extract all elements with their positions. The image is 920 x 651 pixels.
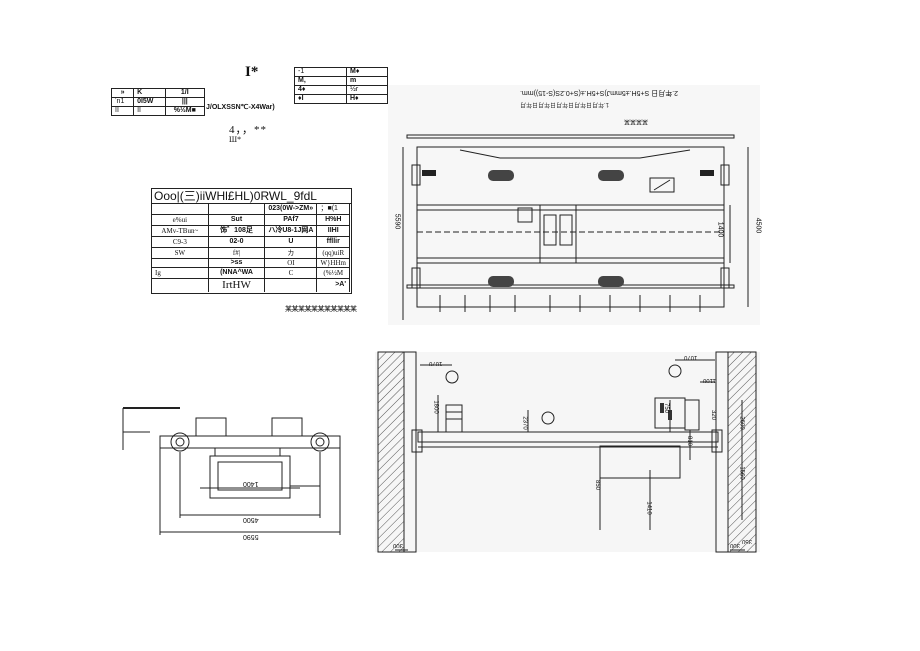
dimension-label: 1070 xyxy=(684,354,698,360)
hatched-pad xyxy=(488,276,514,287)
dimension-label: 1410 xyxy=(645,501,652,515)
control-marker xyxy=(668,410,672,420)
hook-icon xyxy=(445,370,459,384)
parts-table: » K 1/I ʼn1 0I5W ||| II II %½M■ xyxy=(110,88,206,116)
table-cell: AMv-TBun~ xyxy=(151,224,209,237)
dimension-label: 2600 xyxy=(738,416,745,430)
hook-icon xyxy=(668,364,682,378)
end-beam xyxy=(159,435,341,449)
dimension-label: 300 xyxy=(393,542,404,548)
side-label: J/OLXSSN℃-X4War) xyxy=(206,104,275,111)
buffer xyxy=(700,170,714,176)
left-wall xyxy=(377,351,405,553)
note-line: Ш* xyxy=(229,135,242,144)
dimension-label: 1070 xyxy=(429,360,443,366)
hatched-pad xyxy=(488,170,514,181)
dimension-label: 2370 xyxy=(521,416,528,430)
table-cell: >A' xyxy=(316,277,350,292)
dimension-label: 1100 xyxy=(703,377,716,383)
table-cell: H♦ xyxy=(346,94,388,104)
dimension-label: 1560 xyxy=(738,466,745,480)
hatched-pad xyxy=(598,170,624,181)
note-line: 4，，** xyxy=(229,124,267,136)
table-cell: %½M■ xyxy=(164,106,206,116)
dimension-label: 810 xyxy=(686,435,693,447)
buffer xyxy=(422,170,436,176)
spec-footnote: 某某某某某某某某某某某 xyxy=(285,306,357,313)
walkway-brackets xyxy=(439,295,701,312)
control-marker xyxy=(660,403,664,413)
dimension-label: 350 xyxy=(742,538,753,544)
end-carriage xyxy=(406,284,735,289)
dimension-label: 750 xyxy=(663,402,670,414)
bridge-girder xyxy=(417,431,719,443)
table-cell xyxy=(151,277,209,292)
dimension-label: 300 xyxy=(730,542,741,548)
dimension-label: 320 xyxy=(710,409,717,421)
table-cell: II xyxy=(110,106,135,116)
end-carriage xyxy=(406,134,735,139)
warning-icon xyxy=(649,177,675,193)
dimension-label: 850 xyxy=(594,479,601,491)
trolley-body xyxy=(209,455,291,499)
trolley xyxy=(539,204,577,264)
dimension-label: 1800 xyxy=(432,400,439,414)
heading-marker: I* xyxy=(245,64,259,80)
cross-section-drawing xyxy=(375,352,760,552)
hook-icon xyxy=(541,411,555,425)
spec-table: Ooo|(三)iiWHl£HL)0RWL_9fdL 023(0W->ZM»；■(… xyxy=(151,188,352,294)
spec-table-header: Ooo|(三)iiWHl£HL)0RWL_9fdL xyxy=(152,189,351,204)
hatched-pad xyxy=(598,276,624,287)
table-cell xyxy=(264,277,318,292)
wheel xyxy=(170,432,190,452)
wheel xyxy=(310,432,330,452)
bridge-frame xyxy=(416,146,725,308)
